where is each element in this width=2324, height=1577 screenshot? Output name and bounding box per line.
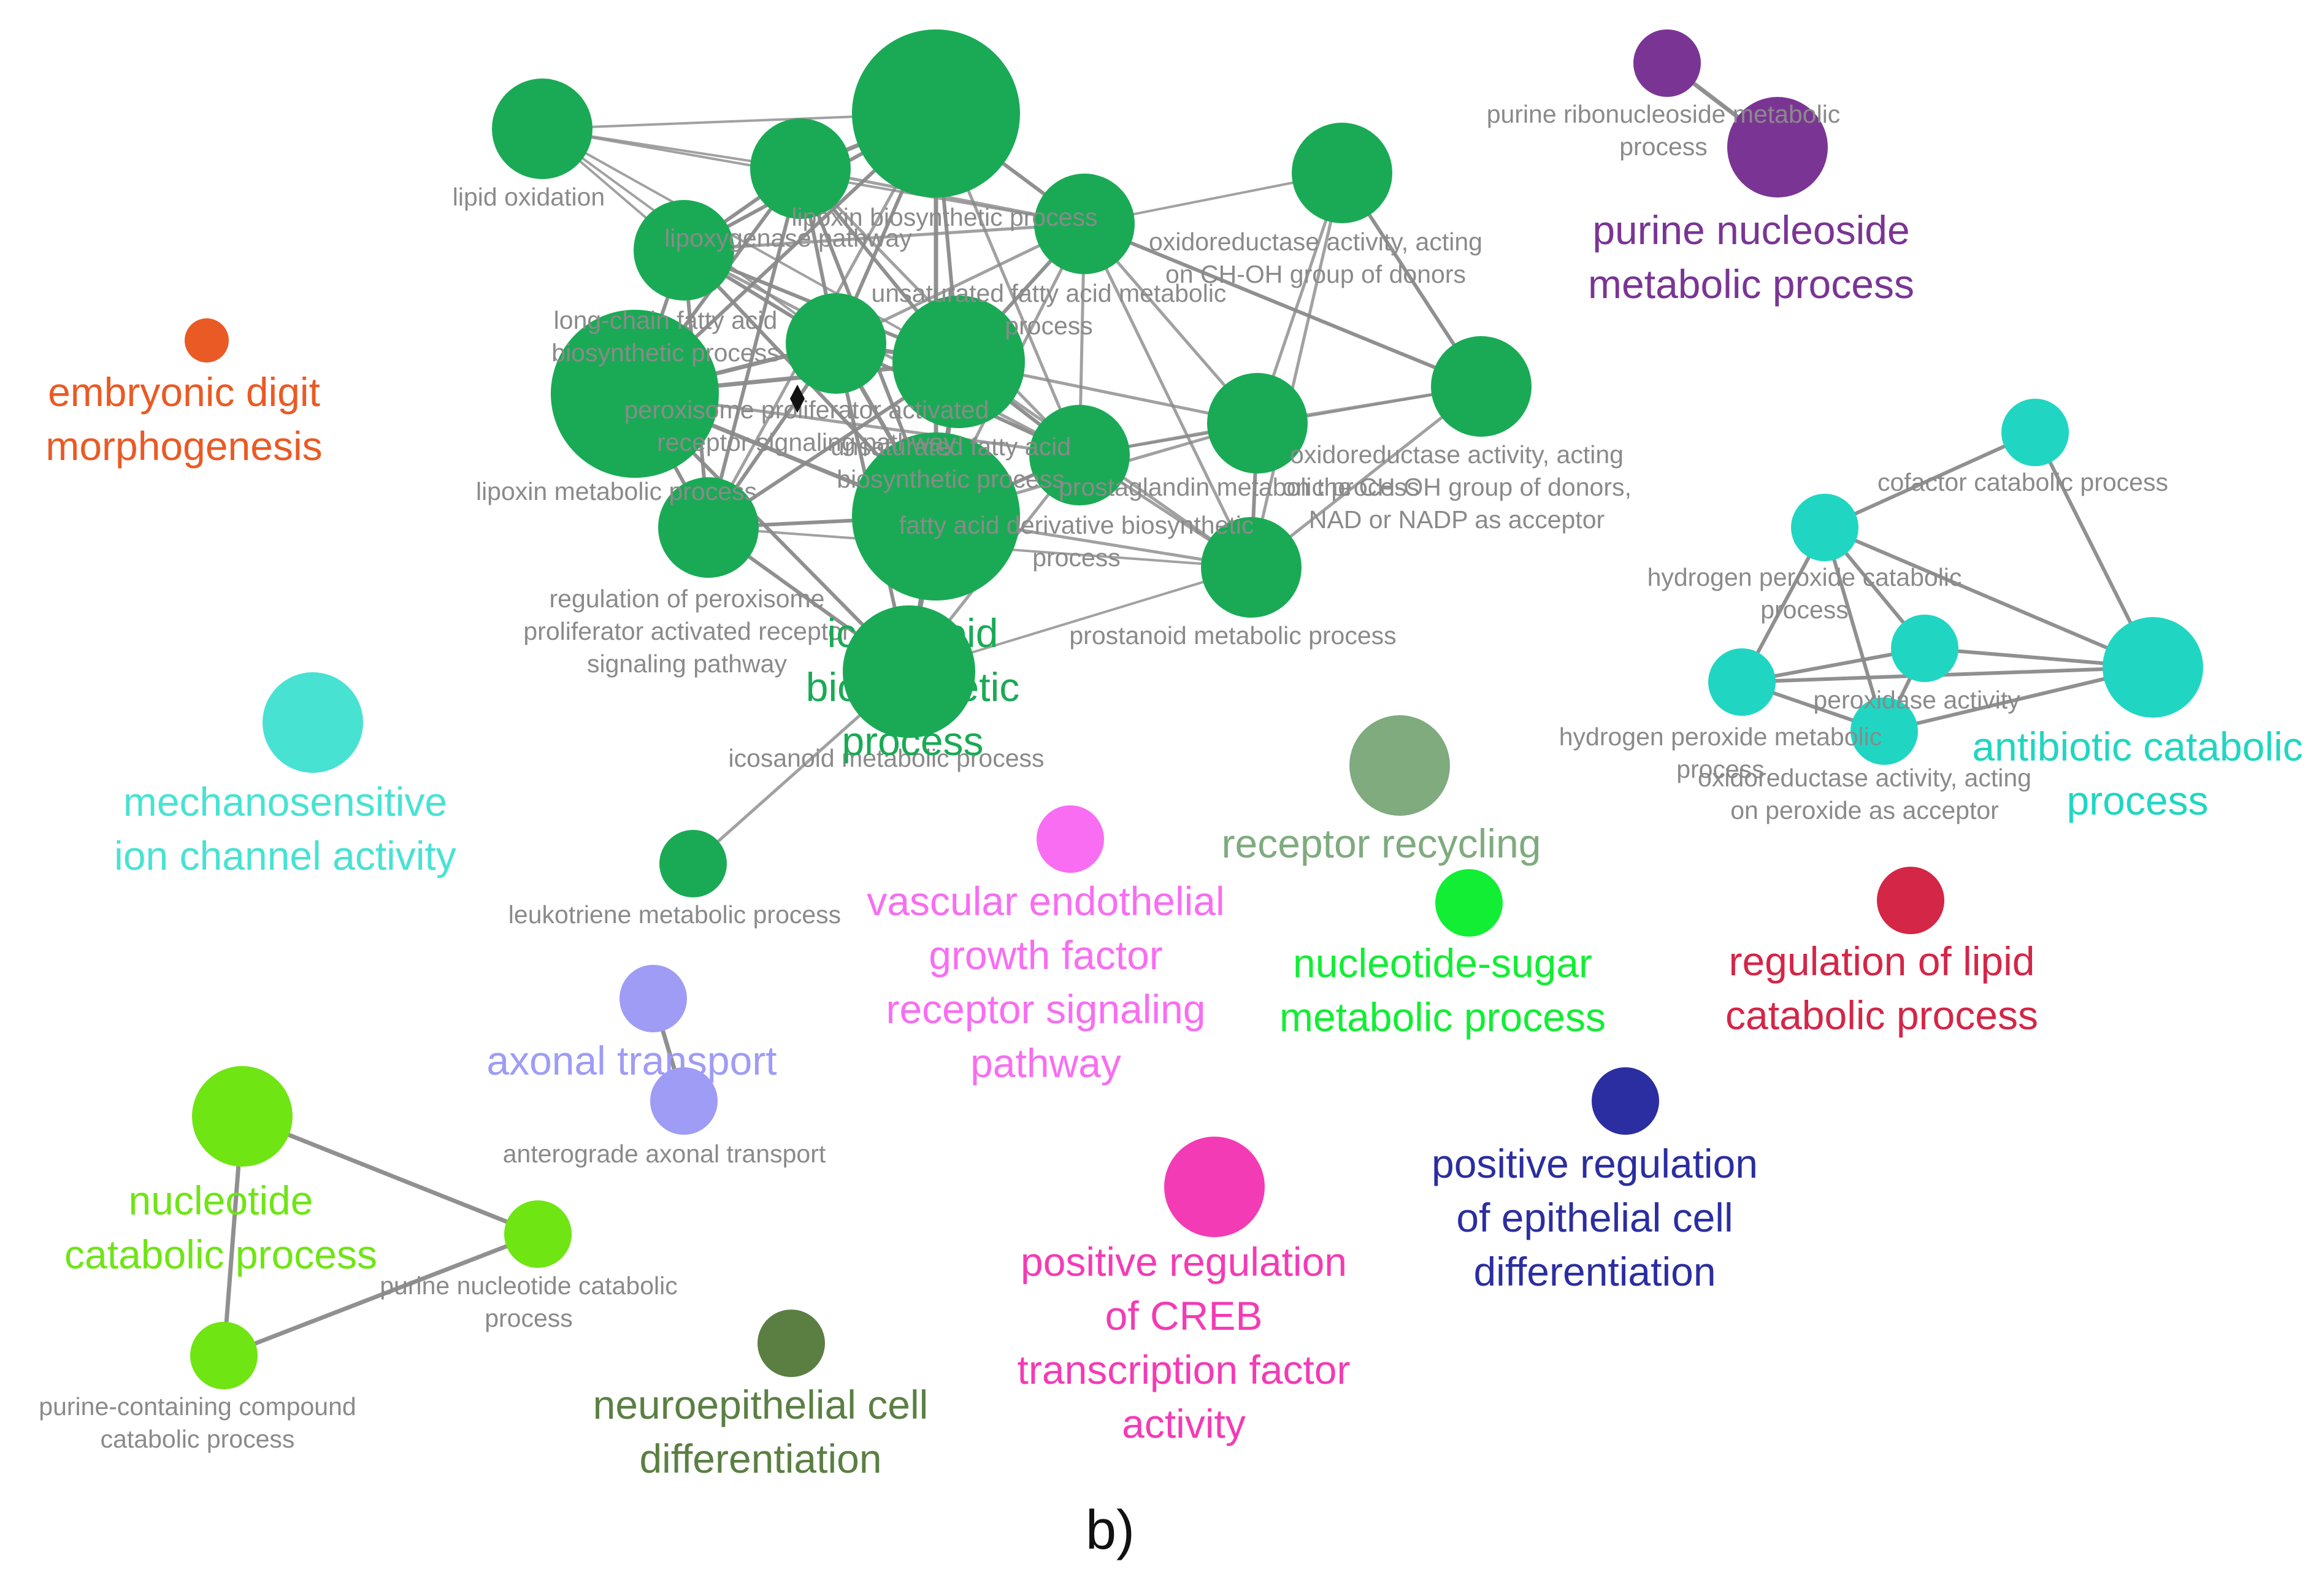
network-edge [1083,222,1253,569]
term-node-g-oxchoh[interactable] [1034,174,1135,274]
term-label-lipoxin-biosynthetic: lipoxin biosynthetic process [791,203,1097,231]
term-node-ax-bot[interactable] [650,1067,718,1135]
term-label-anterograde: anterograde axonal transport [503,1140,826,1168]
term-node-c-ll[interactable] [1708,648,1776,716]
term-node-c-big[interactable] [2103,617,2203,718]
term-node-g-lipox-ox[interactable] [492,79,593,179]
term-node-g-leuko[interactable] [659,830,727,897]
cluster-title-axonal: axonal transport [486,1038,777,1083]
term-label-leukotriene: leukotriene metabolic process [508,900,841,929]
network-edge [1249,171,1344,569]
node-layer [185,29,2203,1389]
term-node-g-prostag[interactable] [1207,373,1308,474]
term-node-g-rt[interactable] [1292,123,1392,223]
term-node-nsugar[interactable] [1435,869,1503,937]
term-node-ax-top[interactable] [619,965,687,1032]
term-node-g-center-big[interactable] [852,432,1020,600]
term-label-prostaglandin: prostaglandin metabolic process [1059,473,1419,501]
term-node-g-far-right[interactable] [1431,336,1532,437]
label-layer: lipid oxidation lipoxin biosynthetic proc… [39,100,2303,1481]
panel-label: b) [1086,1500,1135,1561]
term-node-rec[interactable] [1349,715,1450,816]
term-node-c-bot[interactable] [1850,697,1918,765]
term-node-g-left-big[interactable] [551,310,719,478]
term-node-creb[interactable] [1164,1137,1265,1237]
term-node-g-lipoxmet[interactable] [658,477,759,578]
network-edge [1823,526,1886,733]
term-node-g-prostan[interactable] [1201,517,1302,618]
term-node-p-small[interactable] [1633,29,1701,97]
term-node-n-big[interactable] [192,1066,293,1167]
term-node-p-big[interactable] [1727,97,1828,198]
term-node-g-unsatbio[interactable] [1029,405,1130,505]
network-edge [1823,526,2155,669]
term-label-lipid-oxidation: lipid oxidation [453,183,605,211]
term-node-vegf[interactable] [1037,805,1104,873]
term-node-g-lipoxyg[interactable] [634,200,734,301]
term-label-peroxidase: peroxidase activity [1813,686,2020,714]
term-node-o-embryo[interactable] [185,318,229,363]
term-label-cofactor: cofactor catabolic process [1877,468,2168,496]
term-node-epi[interactable] [1592,1067,1659,1135]
term-label-prostanoid: prostanoid metabolic process [1069,621,1396,650]
network-edge [1823,431,2037,529]
network-edge [240,1114,540,1237]
term-node-g-lipoxbio[interactable] [750,118,851,219]
term-node-n-left[interactable] [190,1322,258,1389]
term-node-lipidcat[interactable] [1877,867,1944,934]
term-node-g-midbig[interactable] [892,296,1025,428]
network-edge [682,222,1086,252]
term-node-c-top[interactable] [2001,399,2069,466]
network-edge [221,1232,540,1358]
term-node-c-left[interactable] [1791,494,1858,561]
term-node-mech[interactable] [263,672,363,773]
term-label-lipoxin-metabolic: lipoxin metabolic process [476,477,757,505]
term-node-c-mid[interactable] [1891,615,1958,682]
network-edge [707,167,802,529]
network-edge [1740,666,2155,684]
small-diamond-marker [790,385,805,413]
term-node-g-big-top[interactable] [852,29,1020,198]
term-label-icosanoid-metabolic: icosanoid metabolic process [728,744,1044,772]
term-node-g-unsat[interactable] [786,293,886,394]
term-node-n-right[interactable] [504,1200,572,1268]
term-node-neuro[interactable] [757,1310,825,1377]
network-edge [1083,222,1483,388]
term-label-lipoxygenase: lipoxygenase pathway [664,224,912,252]
cluster-title-receptor-recycling: receptor recycling [1222,821,1541,866]
term-node-g-icos-bot[interactable] [843,605,975,738]
